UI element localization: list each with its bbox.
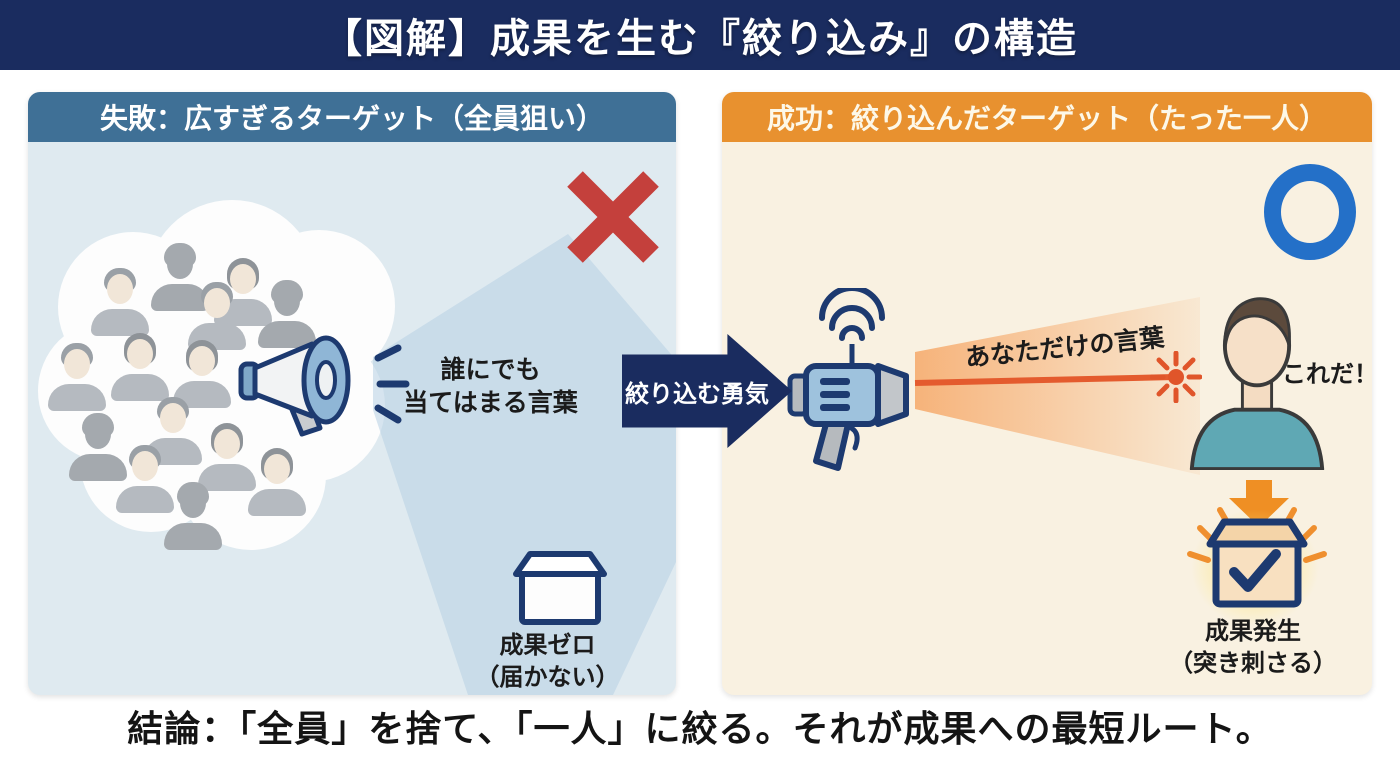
crowd-person (151, 243, 209, 311)
crowd-person (248, 448, 306, 516)
zero-result-label: 成果ゼロ （届かない） (475, 632, 620, 691)
crowd-person (173, 340, 231, 408)
crowd-person (144, 397, 202, 465)
crowd-person (69, 413, 127, 481)
sound-waves-icon (374, 344, 410, 424)
transition-arrow-label: 絞り込む勇気 (625, 380, 769, 408)
crowd-person (198, 423, 256, 491)
crowd-person (116, 445, 174, 513)
failure-panel: 失敗：広すぎるターゲット（全員狙い） (28, 92, 676, 695)
success-panel: 成功：絞り込んだターゲット（たった一人） (722, 92, 1378, 695)
target-reaction-label: これだ！ (1282, 361, 1378, 388)
page-title: 【図解】成果を生む『絞り込み』の構造 (322, 17, 1078, 61)
empty-box-icon (513, 551, 607, 625)
crowd-person (111, 333, 169, 401)
laser-gun-icon (787, 288, 909, 471)
hit-starburst-icon (1150, 351, 1202, 403)
megaphone-icon (238, 335, 351, 437)
title-bar: 【図解】成果を生む『絞り込み』の構造 (0, 0, 1400, 70)
crowd-person (258, 280, 316, 348)
generic-words-label: 誰にでも 当てはまる言葉 (403, 356, 578, 417)
crowd-person (164, 482, 222, 550)
conclusion-text: 結論：「全員」を捨て、「一人」に絞る。それが成果への最短ルート。 (127, 708, 1273, 749)
crowd-person (48, 343, 106, 411)
failure-panel-header: 失敗：広すぎるターゲット（全員狙い） (28, 92, 676, 142)
laser-beam (914, 297, 1200, 475)
success-circle-icon (1264, 164, 1356, 260)
checked-box-icon (1187, 507, 1327, 608)
failure-cross-icon (567, 171, 659, 263)
crowd-person (91, 268, 149, 336)
target-person (1189, 297, 1325, 470)
result-label: 成果発生 （突き刺さる） (1169, 618, 1337, 677)
success-panel-header: 成功：絞り込んだターゲット（たった一人） (722, 92, 1372, 142)
